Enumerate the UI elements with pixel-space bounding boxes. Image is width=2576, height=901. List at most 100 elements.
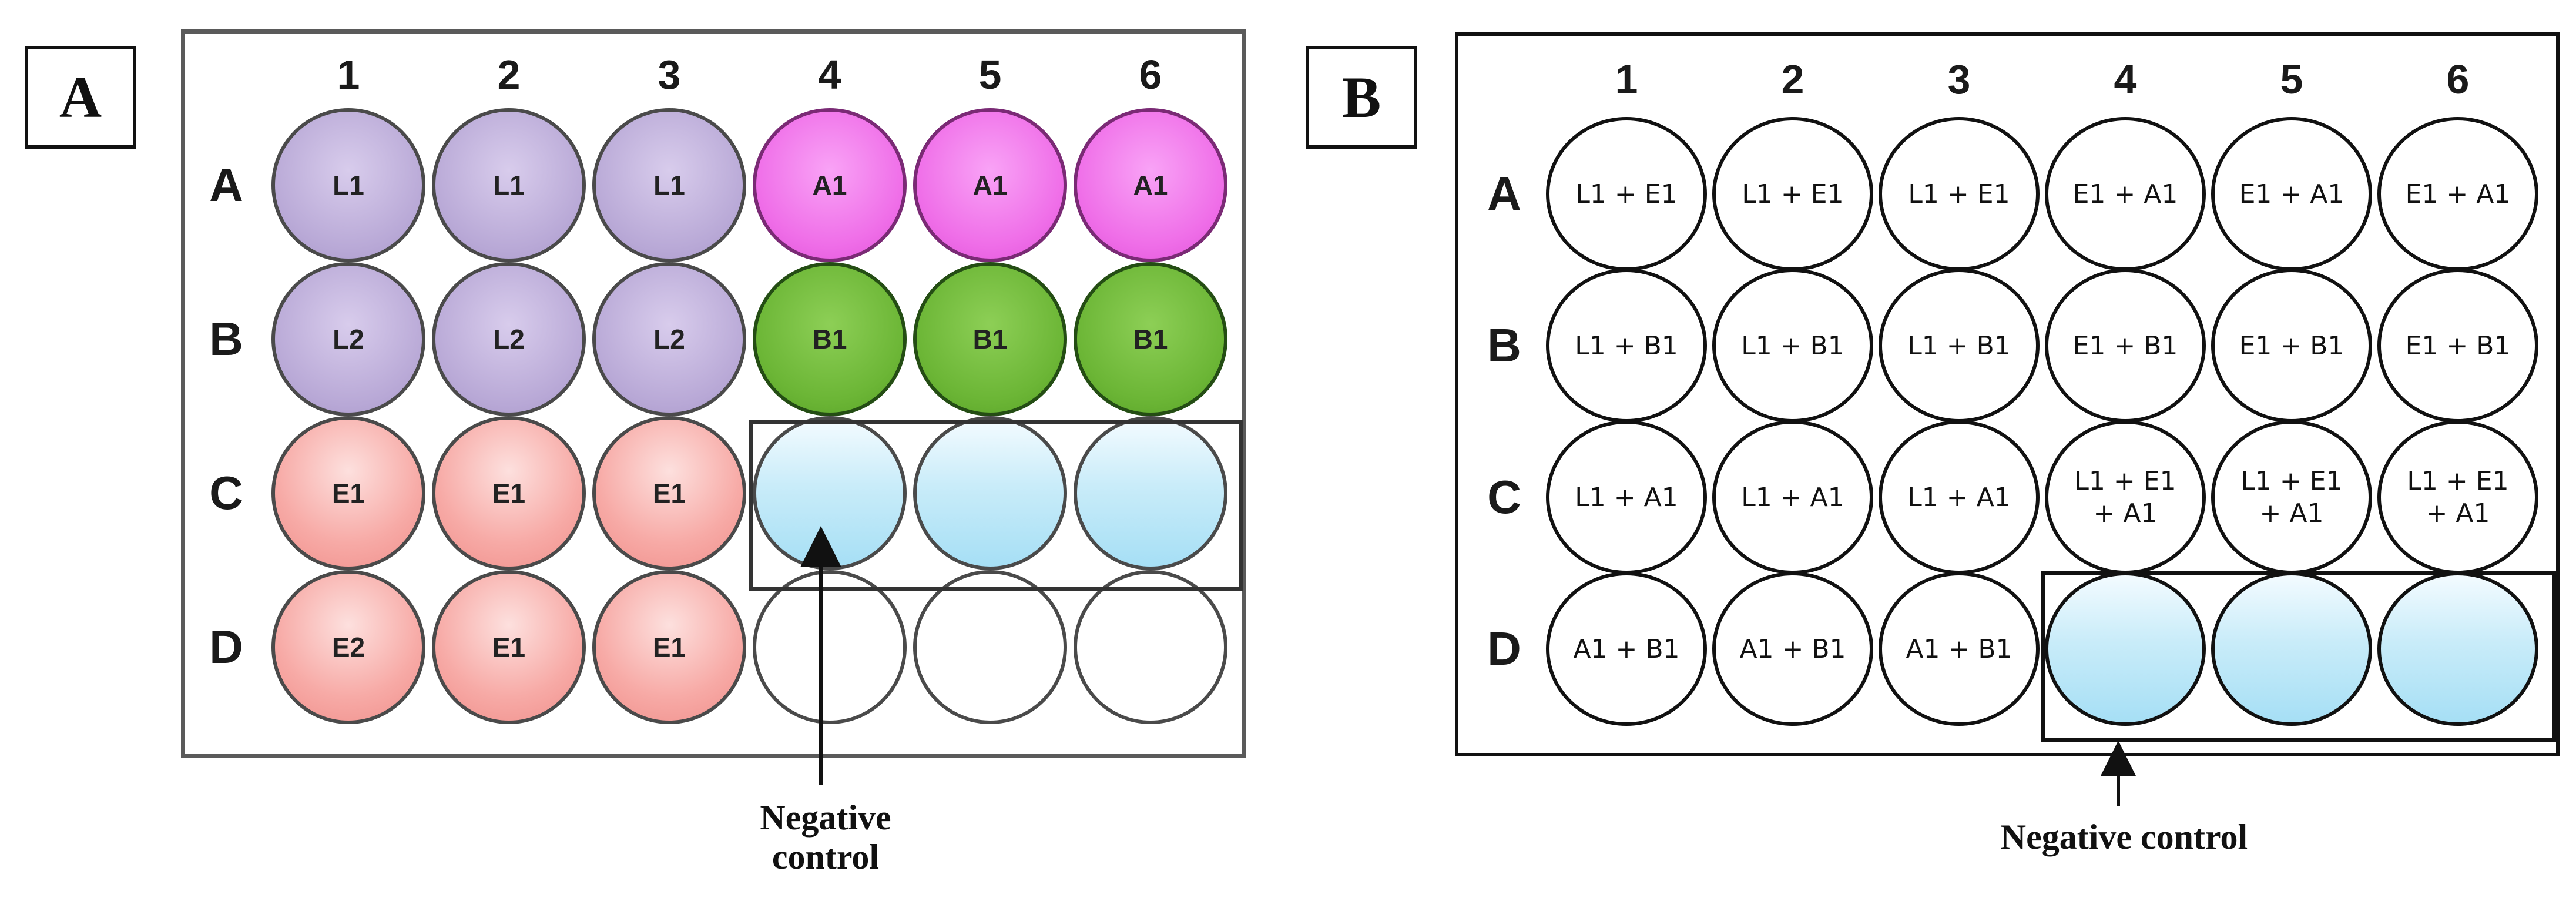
- well-label: L1 + B1: [1907, 330, 2011, 361]
- well-label: L2: [333, 324, 364, 354]
- panel_b-well-b1: L1 + B1: [1546, 269, 1707, 423]
- well-label: L1 + A1: [1741, 482, 1844, 513]
- panel_a-well-a4: A1: [753, 108, 907, 262]
- plate-b-frame: [1455, 32, 2560, 756]
- panel_a-column-label-3: 3: [658, 52, 681, 98]
- well-label: L2: [493, 324, 525, 354]
- well-label: A1 + B1: [1739, 634, 1846, 664]
- plate-b-negative-control-box: [2041, 571, 2556, 742]
- well-label: L1 + E1: [1575, 179, 1678, 209]
- panel_a-well-b6: B1: [1074, 262, 1227, 416]
- panel_a-well-d4: [753, 570, 907, 724]
- panel_a-well-b1: L2: [271, 262, 425, 416]
- panel_b-well-d3: A1 + B1: [1879, 572, 2040, 726]
- panel_b-well-a1: L1 + E1: [1546, 117, 1707, 271]
- panel_b-column-label-6: 6: [2446, 56, 2470, 102]
- panel_b-well-b4: E1 + B1: [2045, 269, 2206, 423]
- well-label: E1 + A1: [2405, 179, 2511, 209]
- well-label: L2: [653, 324, 685, 354]
- panel_b-column-label-2: 2: [1781, 56, 1804, 102]
- panel_a-column-label-4: 4: [818, 52, 841, 98]
- well-label: L1 + E1 + A1: [2407, 466, 2509, 528]
- well-label: L1 + A1: [1575, 482, 1678, 513]
- plate-a-frame: [181, 29, 1246, 758]
- panel_a-well-b4: B1: [753, 262, 907, 416]
- panel_b-column-label-1: 1: [1615, 56, 1638, 102]
- well-label: L1: [493, 170, 525, 200]
- well-label: L1 + E1 + A1: [2074, 466, 2176, 528]
- panel_b-row-label-c: C: [1487, 471, 1521, 523]
- panel_b-column-label-4: 4: [2114, 56, 2137, 102]
- well-label: E1 + B1: [2239, 330, 2344, 361]
- plate-a-negative-control-box: [749, 420, 1243, 591]
- panel_b-well-a5: E1 + A1: [2211, 117, 2372, 271]
- panel_b-well-a3: L1 + E1: [1879, 117, 2040, 271]
- panel_b-well-d1: A1 + B1: [1546, 572, 1707, 726]
- panel_b-well-a6: E1 + A1: [2377, 117, 2538, 271]
- panel_a-well-d2: E1: [432, 570, 586, 724]
- panel_b-well-c4: L1 + E1 + A1: [2045, 420, 2206, 574]
- panel_a-row-label-d: D: [209, 621, 243, 673]
- well-label: B1: [1133, 324, 1168, 354]
- well-label: E1: [652, 632, 686, 662]
- panel_b-well-c6: L1 + E1 + A1: [2377, 420, 2538, 574]
- plate-b-negative-control-label: Negative control: [2000, 818, 2248, 856]
- well-label: A1: [1133, 170, 1168, 200]
- well-label: A1: [812, 170, 847, 200]
- panel_b-well-d2: A1 + B1: [1712, 572, 1873, 726]
- well-label: E1 + B1: [2072, 330, 2178, 361]
- panel_a-row-label-a: A: [209, 159, 243, 211]
- panel_b-column-label-3: 3: [1947, 56, 1971, 102]
- panel_a-row-label-b: B: [209, 313, 243, 365]
- panel_a-well-a5: A1: [913, 108, 1067, 262]
- panel_a-well-b5: B1: [913, 262, 1067, 416]
- panel_b-well-a4: E1 + A1: [2045, 117, 2206, 271]
- panel_a-column-label-1: 1: [337, 52, 360, 98]
- panel_a-well-d6: [1074, 570, 1227, 724]
- panel-a-label: A: [25, 46, 136, 149]
- panel_a-column-label-5: 5: [978, 52, 1002, 98]
- panel_b-row-label-a: A: [1487, 168, 1521, 220]
- panel_a-well-d3: E1: [592, 570, 746, 724]
- negative-control-line-1: Negative: [760, 798, 891, 837]
- panel-b-label: B: [1306, 46, 1417, 149]
- panel_a-column-label-2: 2: [497, 52, 521, 98]
- well-label: E2: [331, 632, 365, 662]
- well-label: L1 + E1 + A1: [2240, 466, 2343, 528]
- panel_b-well-a2: L1 + E1: [1712, 117, 1873, 271]
- well-label: E1 + B1: [2405, 330, 2511, 361]
- well-label: E1: [492, 478, 526, 508]
- panel_a-well-c2: E1: [432, 416, 586, 570]
- panel_b-row-label-b: B: [1487, 319, 1521, 371]
- well-label: L1: [333, 170, 364, 200]
- well-label: L1: [653, 170, 685, 200]
- panel_b-well-c2: L1 + A1: [1712, 420, 1873, 574]
- panel_b-well-b2: L1 + B1: [1712, 269, 1873, 423]
- well-label: E1 + A1: [2239, 179, 2344, 209]
- panel_a-row-label-c: C: [209, 467, 243, 519]
- well-label: E1: [652, 478, 686, 508]
- panel_a-well-a1: L1: [271, 108, 425, 262]
- well-label: A1 + B1: [1573, 634, 1680, 664]
- panel_b-well-d6: [2377, 572, 2538, 726]
- well-label: L1 + B1: [1741, 330, 1844, 361]
- panel_a-well-d1: E2: [271, 570, 425, 724]
- well-label: A1: [972, 170, 1008, 200]
- panel_a-well-c5: [913, 416, 1067, 570]
- panel_b-well-b5: E1 + B1: [2211, 269, 2372, 423]
- negative-control-line-2: control: [772, 838, 880, 877]
- well-label: L1 + E1: [1908, 179, 2010, 209]
- panel_b-well-b6: E1 + B1: [2377, 269, 2538, 423]
- panel_b-row-label-d: D: [1487, 622, 1521, 675]
- well-label: E1: [331, 478, 365, 508]
- panel_a-well-a3: L1: [592, 108, 746, 262]
- well-label: E1 + A1: [2072, 179, 2178, 209]
- panel_a-well-c6: [1074, 416, 1227, 570]
- well-label: L1 + E1: [1742, 179, 1844, 209]
- well-label: L1 + B1: [1575, 330, 1678, 361]
- panel_a-well-a6: A1: [1074, 108, 1227, 262]
- panel_a-well-b2: L2: [432, 262, 586, 416]
- panel_b-well-c1: L1 + A1: [1546, 420, 1707, 574]
- panel_a-well-b3: L2: [592, 262, 746, 416]
- panel_a-well-a2: L1: [432, 108, 586, 262]
